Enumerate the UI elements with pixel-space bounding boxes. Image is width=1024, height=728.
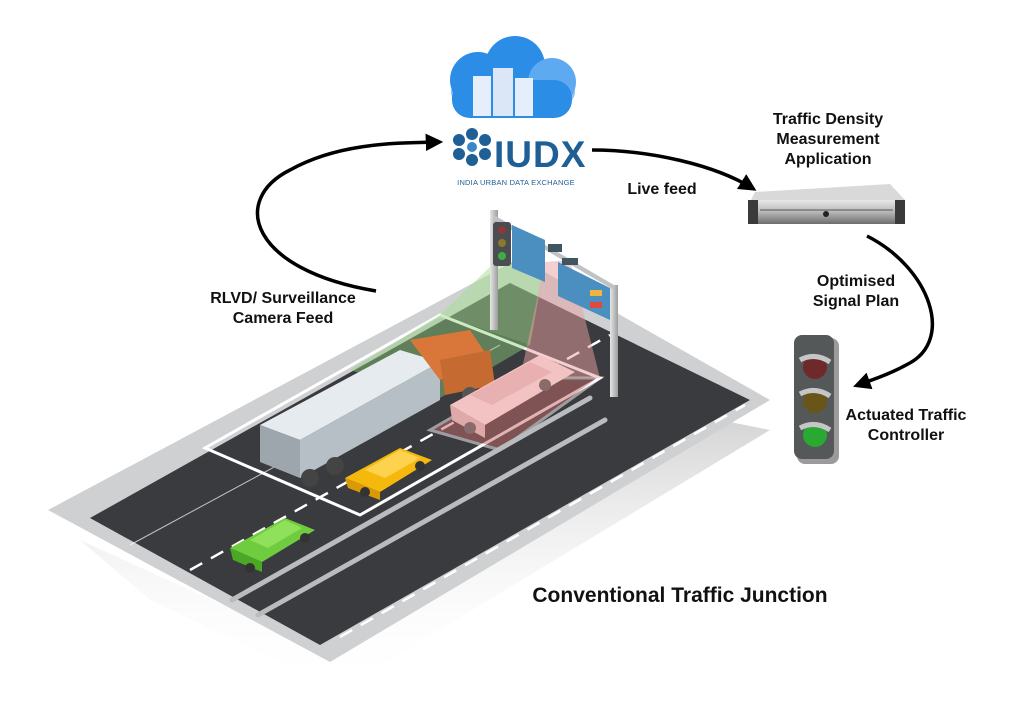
traffic-light-icon [794,335,839,464]
arrow-server-to-light [853,234,935,390]
signal-plan-label-line1: Optimised [816,273,896,290]
iudx-brand: IUDX [494,134,587,175]
server-icon [748,184,905,224]
arrow-iudx-to-server [591,148,757,191]
signal-plan-label-line2: Signal Plan [812,293,900,310]
server-label-line2: Measurement [776,131,880,148]
green-car-icon [230,518,315,573]
camera-feed-label: RLVD/ Surveillance Camera Feed [178,289,388,329]
diagram-title: Conventional Traffic Junction [532,584,828,607]
camera-gantry [490,210,618,397]
server-label-line1: Traffic Density [772,111,884,128]
yellow-car-icon [345,448,432,500]
live-feed-label: Live feed [627,181,697,198]
arrow-camera-to-iudx [255,133,444,293]
traffic-controller-label: Actuated Traffic Controller [836,406,976,446]
limousine-icon [450,355,575,438]
camera-feed-label-line2: Camera Feed [232,310,334,327]
server-label: Traffic Density Measurement Application [748,110,908,170]
traffic-controller-label-line2: Controller [867,427,945,444]
traffic-controller-label-line1: Actuated Traffic [845,407,967,424]
iudx-logo-icon [453,128,491,166]
iudx-subtitle: INDIA URBAN DATA EXCHANGE [457,178,575,187]
guard-rail [229,395,608,618]
cloud-icon [450,36,576,118]
server-label-line3: Application [784,151,872,168]
camera-feed-label-line1: RLVD/ Surveillance [210,290,356,307]
signal-plan-label: Optimised Signal Plan [786,272,926,312]
